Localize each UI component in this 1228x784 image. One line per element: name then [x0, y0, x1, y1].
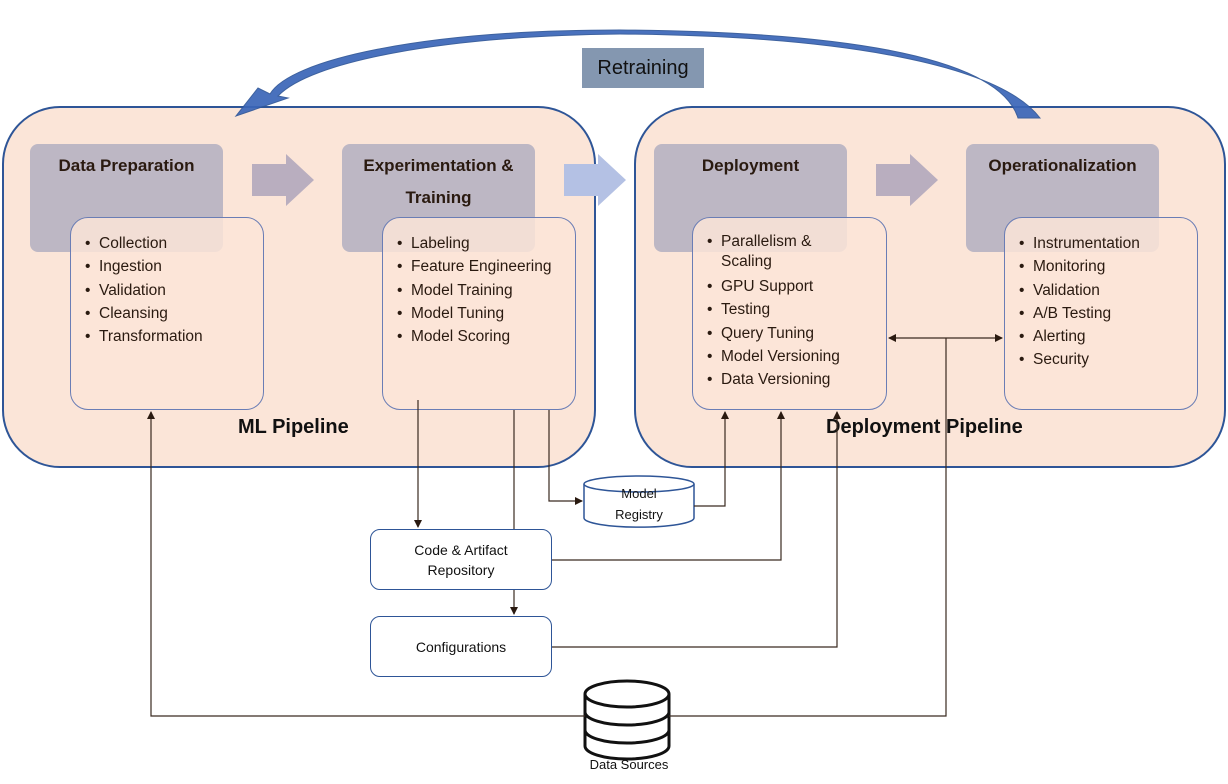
list-item: Labeling [397, 232, 567, 256]
data-sources-icon [583, 679, 671, 761]
data-preparation-title: Data Preparation [58, 156, 195, 175]
code-repo-label-line2: Repository [427, 561, 495, 578]
model-registry-label-line1: Model [621, 486, 657, 501]
operationalization-title: Operationalization [988, 156, 1137, 175]
data-preparation-list: Collection Ingestion Validation Cleansin… [70, 217, 264, 410]
experimentation-list: Labeling Feature Engineering Model Train… [382, 217, 576, 410]
code-artifact-repository: Code & Artifact Repository [370, 529, 552, 590]
list-item: Model Training [397, 279, 567, 303]
experimentation-title-line1: Experimentation & [363, 156, 514, 175]
model-registry-cylinder [583, 475, 695, 528]
list-item: GPU Support [707, 275, 856, 299]
deployment-pipeline-label: Deployment Pipeline [826, 416, 1023, 438]
list-item: Instrumentation [1019, 232, 1189, 256]
list-item: Parallelism & Scaling [707, 232, 856, 272]
ml-pipeline-label: ML Pipeline [238, 416, 349, 438]
flow-arrow-prep-to-train [252, 154, 314, 206]
operationalization-list: Instrumentation Monitoring Validation A/… [1004, 217, 1198, 410]
list-item: Validation [1019, 279, 1189, 303]
list-item: Collection [85, 232, 255, 256]
list-item: Feature Engineering [397, 255, 567, 279]
deployment-list: Parallelism & Scaling GPU Support Testin… [692, 217, 887, 410]
model-registry-label-line2: Registry [615, 507, 663, 522]
deployment-title: Deployment [701, 156, 800, 175]
data-sources-label: Data Sources [590, 757, 669, 772]
list-item: Validation [85, 279, 255, 303]
retraining-arrow [234, 29, 1042, 119]
flow-arrow-train-to-deploy [564, 154, 626, 206]
list-item: Ingestion [85, 255, 255, 279]
experimentation-title-line2: Training [405, 188, 472, 207]
list-item: Model Scoring [397, 325, 567, 349]
list-item: Data Versioning [707, 368, 856, 392]
list-item: Monitoring [1019, 255, 1189, 279]
list-item: Alerting [1019, 325, 1189, 349]
list-item: Model Tuning [397, 302, 567, 326]
configurations-label: Configurations [415, 638, 507, 655]
list-item: Testing [707, 298, 856, 322]
configurations-node: Configurations [370, 616, 552, 677]
retraining-label: Retraining [582, 48, 704, 88]
retraining-text: Retraining [597, 56, 689, 79]
list-item: Transformation [85, 325, 255, 349]
list-item: Query Tuning [707, 322, 856, 346]
list-item: Cleansing [85, 302, 255, 326]
list-item: A/B Testing [1019, 302, 1189, 326]
flow-arrow-deploy-to-ops [876, 154, 938, 206]
list-item: Security [1019, 348, 1189, 372]
code-repo-label-line1: Code & Artifact [414, 541, 508, 558]
list-item: Model Versioning [707, 345, 856, 369]
